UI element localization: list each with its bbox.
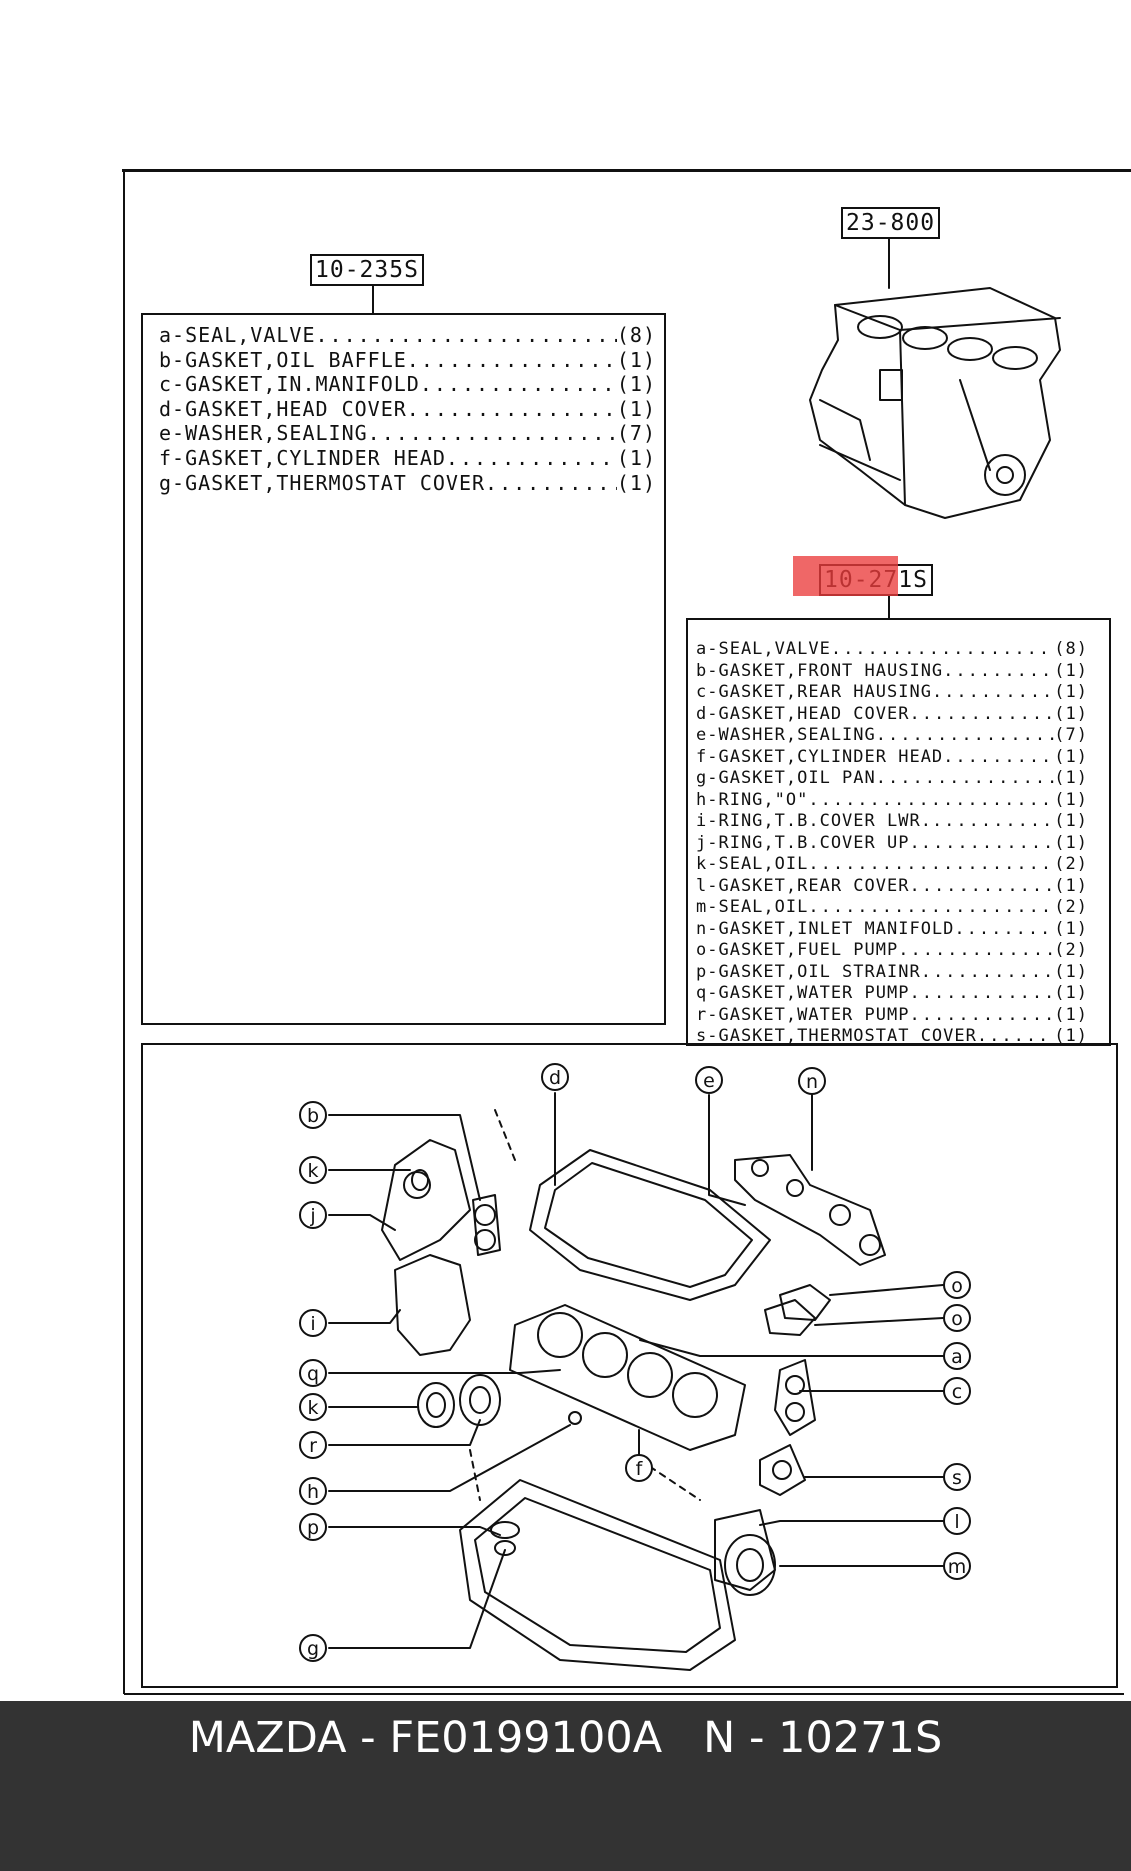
kit-b-diagram-panel xyxy=(141,1043,1118,1688)
kit-b-callouts: d e n b k j i o o a q c k r f s h l p m … xyxy=(299,1063,971,1662)
list-item: b-GASKET,FRONT HAUSING(1) xyxy=(696,661,1088,683)
list-item: d-GASKET,HEAD COVER(1) xyxy=(159,397,656,422)
list-item: n-GASKET,INLET MANIFOLD(1) xyxy=(696,919,1088,941)
callout-label: c xyxy=(952,1381,962,1403)
callout-bubble xyxy=(798,1067,826,1095)
callout-label: h xyxy=(307,1481,319,1503)
callout-bubble xyxy=(299,1201,327,1229)
list-item: h-RING,"O"(1) xyxy=(696,790,1088,812)
footer-caption: MAZDA - FE0199100A N - 10271S xyxy=(188,1713,943,1763)
callout-label: o xyxy=(951,1275,963,1297)
callout-bubble xyxy=(299,1431,327,1459)
list-item: e-WASHER,SEALING(7) xyxy=(696,725,1088,747)
callout-label: g xyxy=(307,1638,319,1660)
callout-bubble xyxy=(695,1066,723,1094)
list-item: f-GASKET,CYLINDER HEAD(1) xyxy=(696,747,1088,769)
list-item: e-WASHER,SEALING(7) xyxy=(159,421,656,446)
callout-bubble xyxy=(943,1271,971,1299)
callout-bubble xyxy=(943,1552,971,1580)
callout-bubble xyxy=(541,1063,569,1091)
frame-bottom-rule xyxy=(124,1693,1124,1695)
list-item: j-RING,T.B.COVER UP.(1) xyxy=(696,833,1088,855)
kit-b-illustration xyxy=(328,1092,944,1671)
kit-a-parts-list: a-SEAL,VALVE(8) b-GASKET,OIL BAFFLE(1) c… xyxy=(159,323,656,495)
frame-top-rule xyxy=(122,169,1131,172)
block-ref-box: 23-800 xyxy=(841,207,941,239)
callout-bubble xyxy=(299,1393,327,1421)
list-item: m-SEAL,OIL(2) xyxy=(696,897,1088,919)
list-item: a-SEAL,VALVE(8) xyxy=(159,323,656,348)
callout-bubble xyxy=(943,1507,971,1535)
callout-label: q xyxy=(307,1363,319,1385)
callout-label: f xyxy=(636,1458,644,1480)
callout-bubble xyxy=(943,1342,971,1370)
callout-bubble xyxy=(299,1309,327,1337)
footer-bar xyxy=(0,1701,1131,1871)
callout-label: n xyxy=(806,1071,818,1093)
callout-bubble xyxy=(299,1359,327,1387)
callout-bubble xyxy=(299,1156,327,1184)
list-item: k-SEAL,OIL(2) xyxy=(696,854,1088,876)
callout-bubble xyxy=(299,1477,327,1505)
list-item: d-GASKET,HEAD COVER(1) xyxy=(696,704,1088,726)
callout-label: j xyxy=(309,1205,315,1227)
callout-bubble xyxy=(943,1463,971,1491)
list-item: l-GASKET,REAR COVER(1) xyxy=(696,876,1088,898)
list-item: p-GASKET,OIL STRAINR(1) xyxy=(696,962,1088,984)
list-item: g-GASKET,THERMOSTAT COVER(1) xyxy=(159,471,656,496)
list-item: c-GASKET,REAR HAUSING(1) xyxy=(696,682,1088,704)
callout-label: p xyxy=(307,1517,319,1539)
callout-label: k xyxy=(307,1397,318,1419)
list-item: o-GASKET,FUEL PUMP(2) xyxy=(696,940,1088,962)
callout-bubble xyxy=(943,1377,971,1405)
callout-bubble xyxy=(299,1634,327,1662)
frame-left-rule xyxy=(123,171,125,1694)
list-item: f-GASKET,CYLINDER HEAD(1) xyxy=(159,446,656,471)
kit-b-parts-list: a-SEAL,VALVE(8) b-GASKET,FRONT HAUSING(1… xyxy=(696,639,1088,1048)
kit-a-ref-box: 10-235S xyxy=(310,254,424,286)
list-item: q-GASKET,WATER PUMP(1) xyxy=(696,983,1088,1005)
callout-bubble xyxy=(299,1101,327,1129)
callout-label: i xyxy=(310,1313,315,1335)
callout-label: k xyxy=(307,1160,318,1182)
callout-label: d xyxy=(549,1067,561,1089)
list-item: s-GASKET,THERMOSTAT COVER(1) xyxy=(696,1026,1088,1048)
callout-label: o xyxy=(951,1308,963,1330)
list-item: i-RING,T.B.COVER LWR.(1) xyxy=(696,811,1088,833)
callout-label: s xyxy=(952,1467,962,1489)
callout-bubble xyxy=(299,1513,327,1541)
engine-block-illustration xyxy=(809,287,1061,519)
callout-label: b xyxy=(307,1105,319,1127)
list-item: b-GASKET,OIL BAFFLE(1) xyxy=(159,348,656,373)
callout-bubble xyxy=(625,1454,653,1482)
list-item: c-GASKET,IN.MANIFOLD(1) xyxy=(159,372,656,397)
callout-label: e xyxy=(703,1070,715,1092)
callout-label: r xyxy=(309,1435,317,1457)
list-item: a-SEAL,VALVE(8) xyxy=(696,639,1088,661)
callout-bubble xyxy=(943,1304,971,1332)
callout-label: a xyxy=(951,1346,963,1368)
selection-highlight xyxy=(793,556,898,596)
list-item: g-GASKET,OIL PAN(1) xyxy=(696,768,1088,790)
callout-label: l xyxy=(954,1511,959,1533)
callout-label: m xyxy=(948,1556,967,1578)
list-item: r-GASKET,WATER PUMP(1) xyxy=(696,1005,1088,1027)
